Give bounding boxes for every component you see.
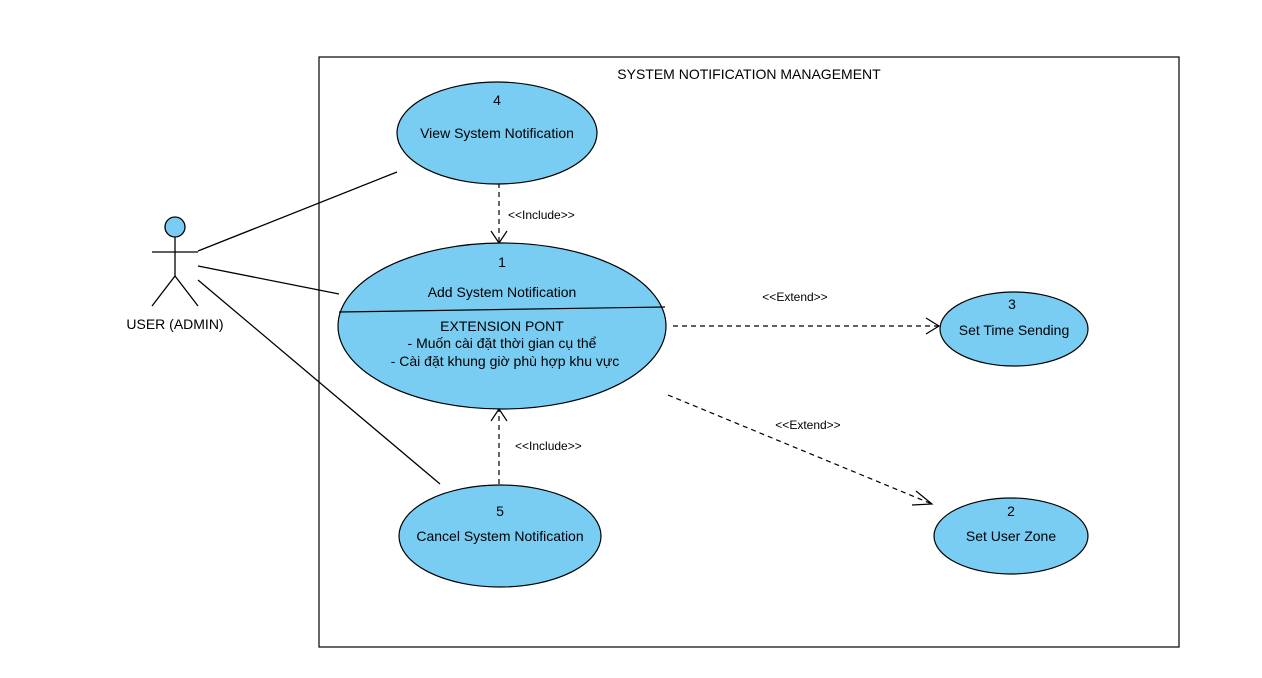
use-case-view-ellipse	[396, 81, 598, 185]
use-case-zone-number: 2	[1007, 503, 1015, 519]
extension-point-line-2: - Cài đặt khung giờ phù hợp khu vực	[391, 353, 620, 369]
use-case-cancel-ellipse	[398, 484, 602, 588]
use-case-time-number: 3	[1008, 296, 1016, 312]
association-add	[197, 265, 340, 295]
include-view-add-label: <<Include>>	[508, 208, 575, 222]
use-case-add-ellipse	[337, 242, 667, 410]
extend-zone-line	[667, 394, 933, 505]
extend-zone-arrow	[911, 490, 934, 506]
extension-point-line-1: - Muốn cài đặt thời gian cụ thể	[408, 335, 597, 351]
use-case-view-system-notification[interactable]: 4 View System Notification	[396, 81, 598, 185]
use-case-cancel-label: Cancel System Notification	[416, 528, 583, 544]
use-case-view-number: 4	[493, 92, 501, 108]
use-case-cancel-system-notification[interactable]: 5 Cancel System Notification	[398, 484, 602, 588]
extend-zone-label: <<Extend>>	[775, 418, 840, 432]
actor-user-admin[interactable]: USER (ADMIN)	[126, 216, 224, 332]
system-boundary	[318, 56, 1180, 648]
use-case-zone-label: Set User Zone	[966, 528, 1056, 544]
use-case-set-time-sending[interactable]: 3 Set Time Sending	[939, 291, 1089, 367]
use-case-time-label: Set Time Sending	[959, 322, 1070, 338]
extension-divider	[338, 306, 666, 313]
extend-time-label: <<Extend>>	[762, 290, 827, 304]
extend-time-arrow	[925, 317, 941, 335]
include-cancel-add-label: <<Include>>	[515, 439, 582, 453]
use-case-set-user-zone[interactable]: 2 Set User Zone	[933, 497, 1089, 575]
use-case-add-system-notification[interactable]: 1 Add System Notification EXTENSION PONT…	[337, 242, 667, 410]
actor-head	[164, 216, 186, 238]
use-case-cancel-number: 5	[496, 503, 504, 519]
system-title: SYSTEM NOTIFICATION MANAGEMENT	[617, 66, 881, 82]
association-view	[197, 171, 398, 252]
extension-point-title: EXTENSION PONT	[440, 318, 564, 334]
use-case-view-label: View System Notification	[420, 125, 574, 141]
actor-right-leg	[174, 275, 199, 307]
use-case-add-number: 1	[498, 254, 506, 270]
use-case-time-ellipse	[939, 291, 1089, 367]
use-case-add-label: Add System Notification	[428, 284, 577, 300]
association-cancel	[197, 279, 441, 485]
actor-label: USER (ADMIN)	[126, 316, 223, 332]
actor-left-leg	[151, 275, 176, 307]
use-case-zone-ellipse	[933, 497, 1089, 575]
